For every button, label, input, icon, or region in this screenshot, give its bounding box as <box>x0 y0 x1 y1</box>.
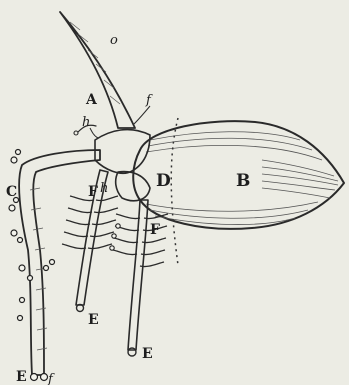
label-c: C <box>6 184 17 200</box>
label-d: D <box>156 171 171 191</box>
label-f-italic-top: f <box>145 93 153 108</box>
label-f-left: F <box>88 184 98 200</box>
label-h-lower: h <box>100 181 108 196</box>
label-e-bottom: E <box>16 369 27 385</box>
duct-c <box>9 150 100 381</box>
label-f-right: F <box>150 222 160 238</box>
label-h-upper: h <box>82 115 90 130</box>
label-o-top: o <box>110 33 118 48</box>
leader-lines <box>90 106 150 138</box>
body-b <box>133 118 344 265</box>
label-f-italic-bottom: f <box>47 372 55 385</box>
label-e-left: E <box>88 312 99 328</box>
label-e-right: E <box>142 346 153 362</box>
label-a: A <box>85 92 98 108</box>
label-b: B <box>236 171 250 191</box>
stalk-upper <box>60 12 135 128</box>
